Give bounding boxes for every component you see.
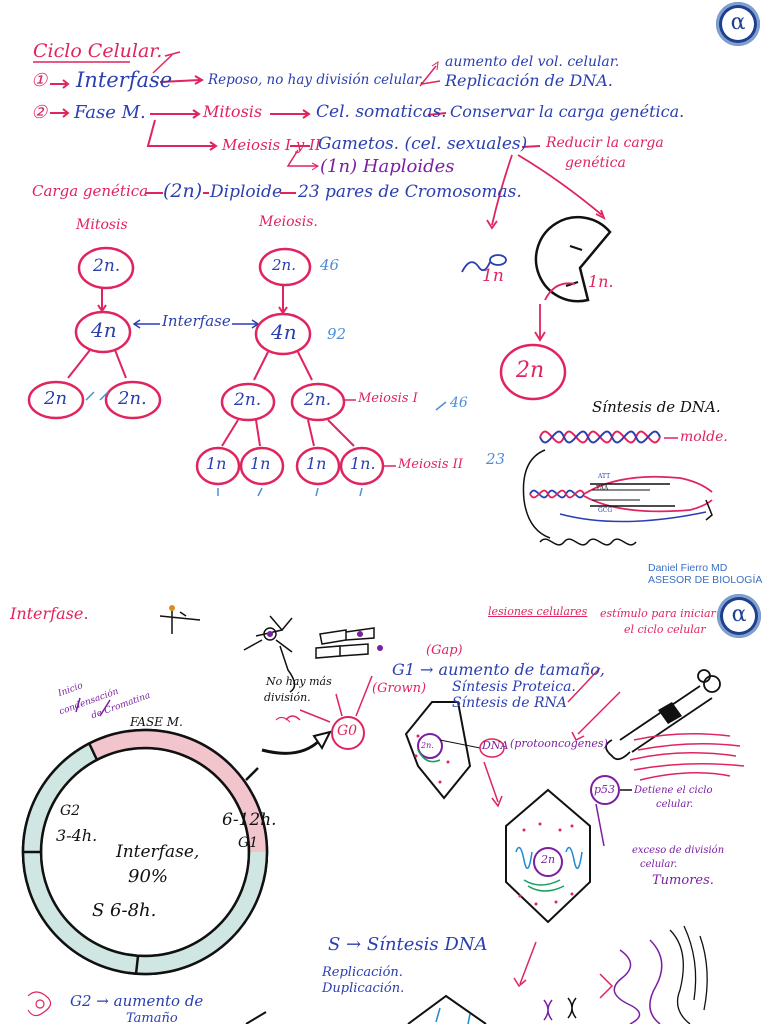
- hex-cell-2n: 2n.: [421, 741, 434, 750]
- meiosis-46b: 46: [450, 395, 468, 411]
- row5-2n: (2n): [163, 180, 203, 202]
- excess-division-line1: exceso de división: [632, 845, 725, 856]
- row3-meiosis: Meiosis I y II: [222, 136, 321, 154]
- row5-diploid: Diploide: [210, 182, 283, 202]
- alpha-logo-icon-2: α: [717, 594, 761, 638]
- meiosis-level3-b: 1n: [250, 454, 271, 473]
- row2-conserve: Conservar la carga genética.: [450, 102, 685, 121]
- replication-label: Replicación.: [322, 965, 403, 980]
- g1-rna: Síntesis de RNA: [452, 695, 567, 711]
- tumors-label: Tumores.: [652, 873, 714, 888]
- row2-somatic: Cel. somaticas.: [316, 102, 447, 122]
- meiosis-level3-a: 1n: [206, 454, 227, 473]
- duplication-label: Duplicación.: [322, 981, 405, 996]
- egg-label: 1n.: [588, 272, 614, 291]
- mitosis-top-cell: 2n.: [93, 256, 121, 276]
- row3-gametes: Gametos. (cel. sexuales): [318, 134, 528, 154]
- dna-seq-3: GCG: [598, 507, 613, 514]
- row1-term: Interfase: [76, 68, 173, 92]
- meiosis-level3-d: 1n.: [350, 454, 376, 473]
- protooncogenes-label: (protooncogenes): [510, 737, 608, 750]
- mitosis-right-cell: 2n.: [118, 388, 147, 409]
- g1-protein: Síntesis Proteica.: [452, 679, 576, 695]
- g2-definition: G2 → aumento de: [70, 992, 204, 1010]
- g1-time: 6-12h.: [222, 810, 277, 830]
- meiosis-23: 23: [486, 450, 506, 468]
- credit-role: ASESOR DE BIOLOGÍA: [648, 574, 763, 586]
- row2-mitosis: Mitosis: [203, 102, 263, 121]
- g1-definition: G1 → aumento de tamaño,: [392, 660, 605, 679]
- row5-carga: Carga genética: [32, 182, 149, 200]
- page-1: α Ciclo Celular. ① Interfase Reposo, no …: [27, 2, 763, 586]
- dna-seq-1: ATT: [598, 473, 611, 480]
- row1-branch2: Replicación de DNA.: [445, 71, 613, 90]
- zygote-label: 2n: [516, 358, 545, 383]
- meiosis2-label: Meiosis II: [398, 457, 463, 472]
- stimulus-line2: el ciclo celular: [624, 623, 706, 636]
- row2-term: Fase M.: [74, 102, 146, 123]
- interfase-percent: 90%: [128, 866, 169, 887]
- meiosis-level3-c: 1n: [306, 454, 327, 473]
- dna-template-label: molde.: [680, 429, 728, 445]
- p53-note-line1: Detiene el ciclo: [634, 785, 713, 796]
- p53-note-line2: celular.: [656, 799, 694, 810]
- row1-number: ①: [31, 70, 48, 91]
- g2-label: G2: [60, 803, 81, 819]
- alpha-logo-icon: α: [716, 2, 760, 46]
- mitosis-mid-cell: 4n: [91, 318, 117, 342]
- dna-label: DNA: [482, 739, 509, 752]
- g2-definition-size: Tamaño: [126, 1011, 178, 1024]
- page1-drawings: [27, 51, 713, 546]
- g2-time: 3-4h.: [56, 826, 98, 845]
- row4-haploid: (1n) Haploides: [320, 156, 455, 177]
- row1-branch1: aumento del vol. celular.: [445, 54, 620, 70]
- page2-title: Interfase.: [10, 604, 89, 623]
- page2-drawings: [21, 605, 745, 1024]
- meiosis1-label: Meiosis I: [358, 391, 418, 406]
- meiosis-level2-a: 2n.: [234, 390, 262, 410]
- phase-m-label: FASE M.: [130, 715, 183, 729]
- s-phase-time: S 6-8h.: [92, 900, 157, 921]
- gap-label: (Gap): [426, 643, 463, 658]
- meiosis-mid-cell: 4n: [271, 320, 297, 344]
- s-phase-definition: S → Síntesis DNA: [328, 934, 488, 955]
- meiosis-92: 92: [327, 325, 347, 343]
- meiosis-level2-b: 2n.: [304, 390, 332, 410]
- dna-seq-2: TAA: [596, 485, 609, 492]
- row3-reduce-line2: genética: [565, 155, 626, 171]
- page-2: α Interfase. Inicio condensación de Crom…: [0, 590, 768, 1024]
- no-division-line2: división.: [264, 691, 311, 704]
- row3-reduce-line1: Reducir la carga: [546, 135, 664, 151]
- row1-desc: Reposo, no hay división celular.: [208, 72, 424, 88]
- mitosis-label: Mitosis: [76, 217, 128, 233]
- g1-ring-label: G1: [238, 835, 259, 851]
- interfase-center-label: Interfase,: [116, 842, 200, 862]
- meiosis-label: Meiosis.: [259, 214, 318, 230]
- interfase-label: Interfase: [162, 312, 231, 330]
- stimulus-line1: estímulo para iniciar: [600, 607, 716, 620]
- row5-pairs: 23 pares de Cromosomas.: [298, 182, 522, 202]
- excess-division-line2: celular.: [640, 859, 678, 870]
- big-cell-2n: 2n: [541, 853, 556, 866]
- page1-title: Ciclo Celular.: [33, 40, 163, 62]
- p53-label: p53: [594, 783, 616, 796]
- cell-lesions: lesiones celulares: [488, 605, 588, 618]
- meiosis-top-cell: 2n.: [272, 256, 296, 274]
- dna-synthesis-title: Síntesis de DNA.: [592, 398, 721, 416]
- credit-name: Daniel Fierro MD: [648, 562, 728, 574]
- grown-label: (Grown): [372, 681, 427, 696]
- meiosis-46: 46: [320, 256, 340, 274]
- row2-number: ②: [31, 102, 48, 123]
- g0-label: G0: [337, 723, 358, 739]
- no-division-line1: No hay más: [266, 675, 332, 688]
- mitosis-left-cell: 2n: [44, 388, 68, 409]
- sperm-label: 1n: [482, 266, 504, 286]
